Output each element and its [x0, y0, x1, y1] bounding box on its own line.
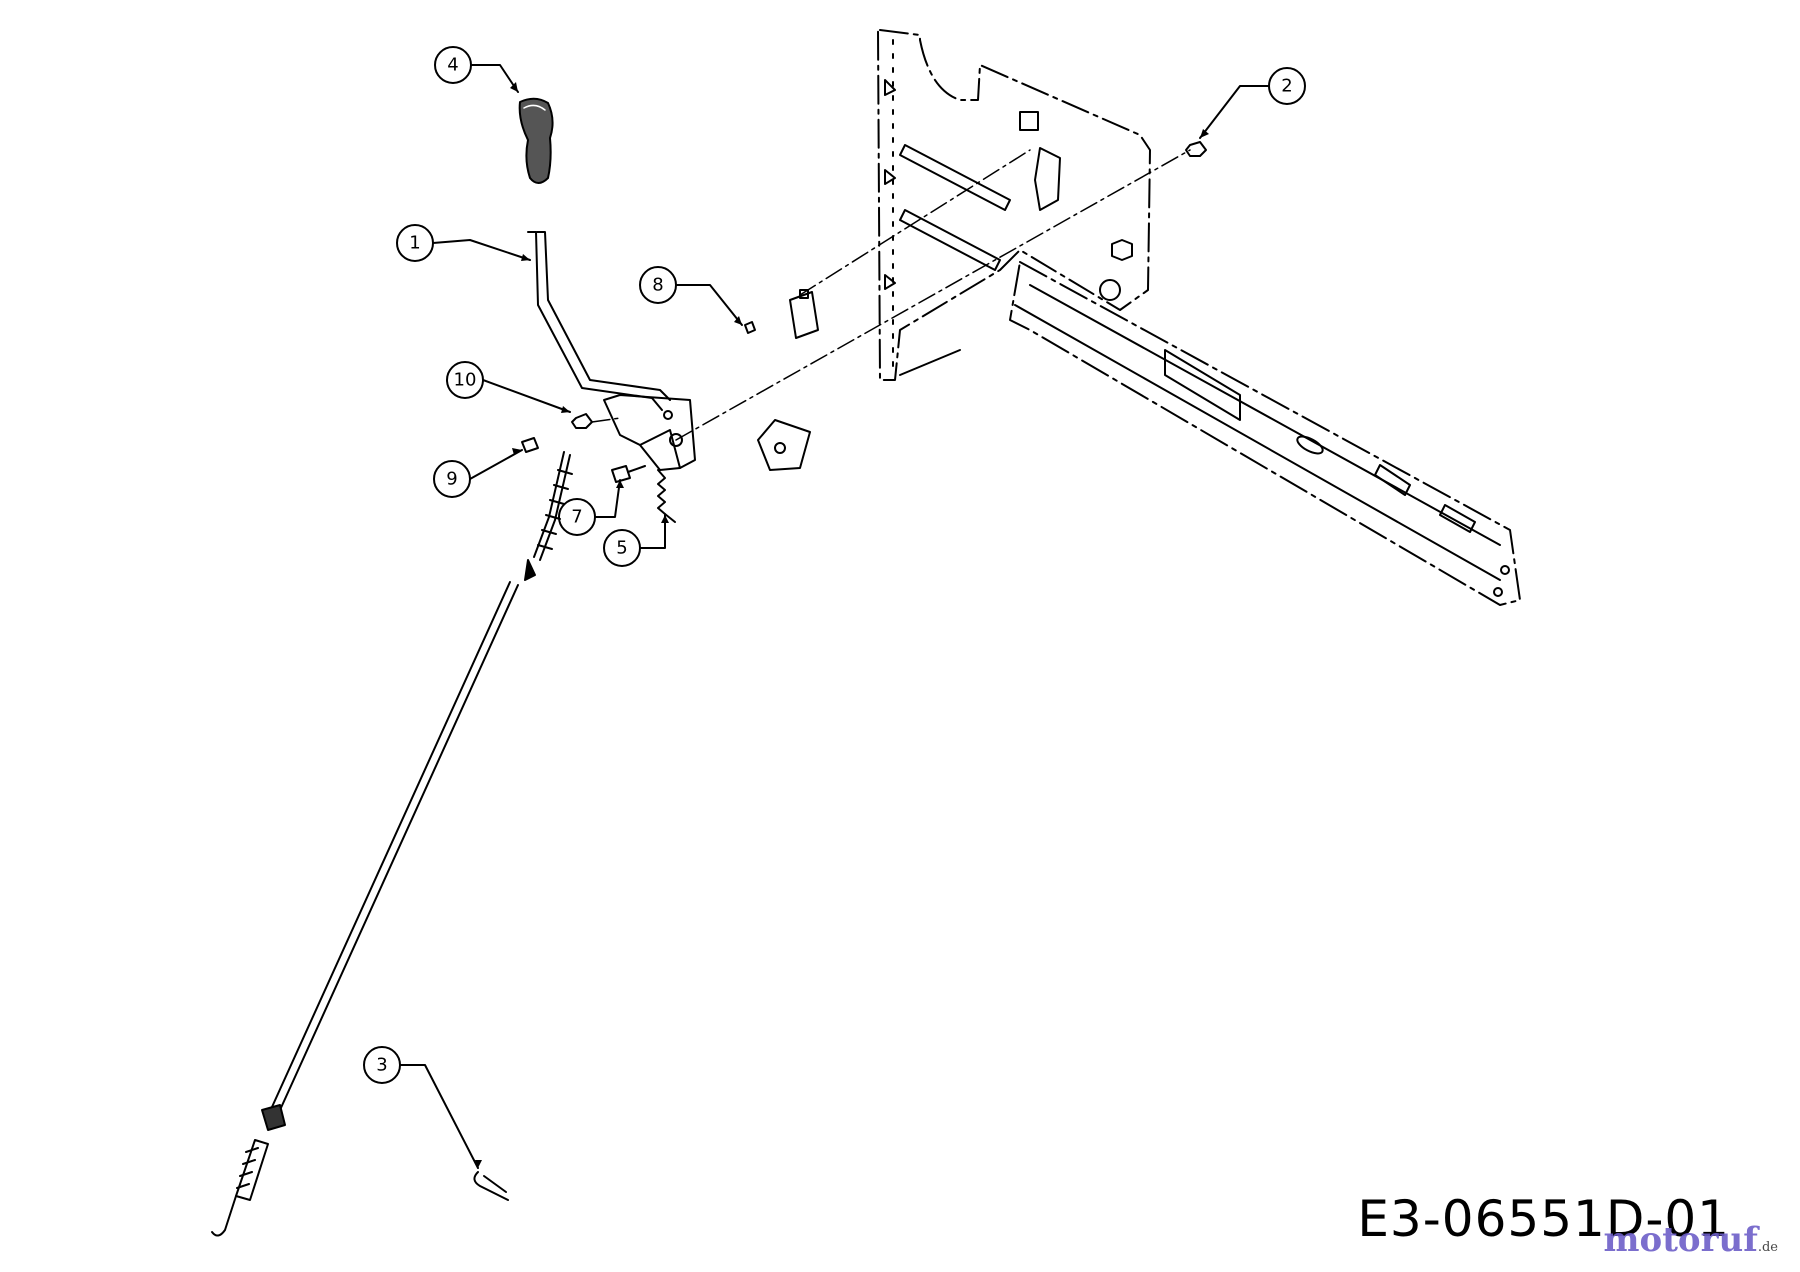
watermark-brand: motoruf	[1603, 1220, 1758, 1260]
callout-label-7: 7	[571, 507, 582, 528]
control-cable	[211, 451, 573, 1237]
callout-label-8: 8	[652, 275, 663, 296]
callout-label-4: 4	[447, 55, 458, 76]
lock-nut	[571, 413, 593, 429]
bolt-9	[521, 437, 539, 453]
lever-rod	[527, 231, 671, 411]
safety-switch	[744, 289, 819, 339]
callout-label-9: 9	[446, 469, 457, 490]
assembly-lines	[591, 149, 1191, 441]
drawing-number: E3-06551D-01	[1357, 1190, 1730, 1248]
callout-label-3: 3	[376, 1055, 387, 1076]
frame-plate	[877, 29, 1151, 381]
callout-label-5: 5	[616, 538, 627, 559]
callout-label-10: 10	[454, 370, 477, 391]
clip-bracket	[757, 419, 811, 471]
hex-nut	[1185, 141, 1207, 157]
leader-arrowheads	[475, 82, 1209, 1168]
spring-small	[657, 469, 676, 523]
callout-label-2: 2	[1281, 76, 1292, 97]
shoulder-bolt	[611, 465, 646, 483]
frame-side-rail	[1009, 261, 1521, 606]
callout-label-1: 1	[409, 233, 420, 254]
lever-bracket	[603, 394, 696, 471]
watermark-logo: motoruf.de	[1604, 1220, 1778, 1260]
hitch-pin	[473, 1171, 509, 1201]
callouts	[363, 46, 1306, 1169]
watermark-tld: .de	[1757, 1240, 1778, 1255]
lever-knob	[518, 97, 554, 184]
